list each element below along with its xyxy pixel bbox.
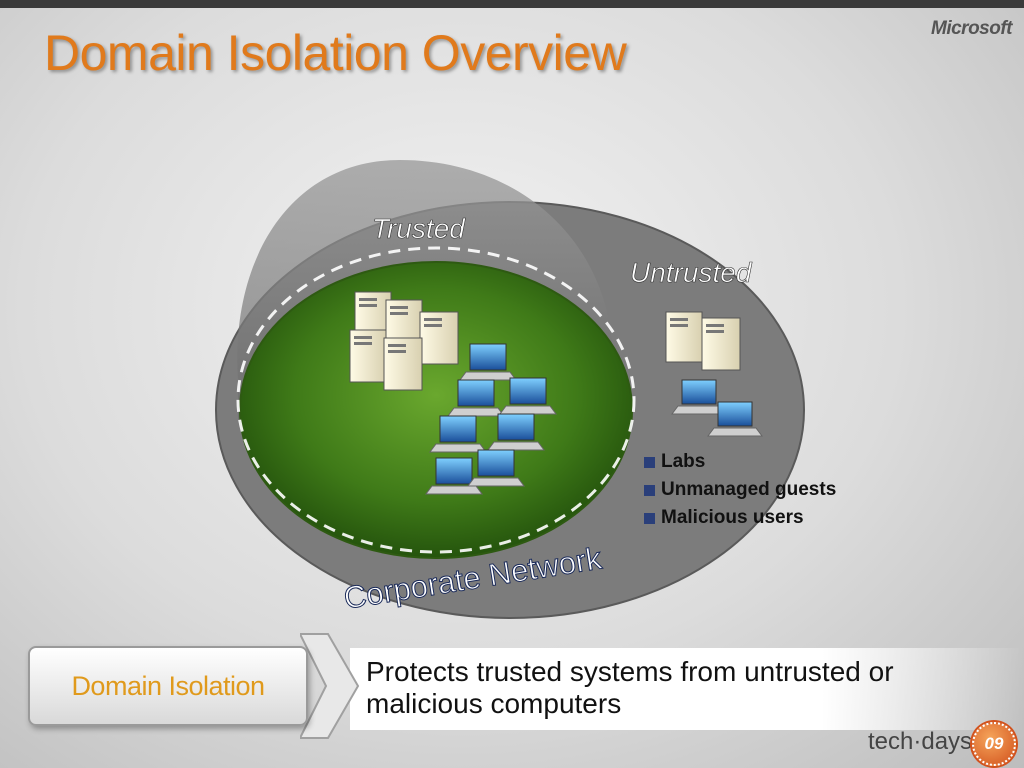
list-item: Malicious users <box>644 504 836 532</box>
trusted-laptops <box>425 343 557 495</box>
list-item: Unmanaged guests <box>644 476 836 504</box>
domain-isolation-box: Domain Isolation <box>28 646 308 726</box>
list-item-label: Labs <box>661 451 706 472</box>
laptop-icon <box>429 415 487 453</box>
top-bar <box>0 0 1024 8</box>
bullet-icon <box>644 484 655 496</box>
trusted-servers <box>349 291 459 391</box>
laptop-icon <box>671 379 727 415</box>
list-item: Labs <box>644 448 836 476</box>
server-icon <box>419 311 459 365</box>
laptop-icon <box>487 413 545 451</box>
chevron-arrow-icon <box>300 633 360 739</box>
slide-title: Domain Isolation Overview <box>44 25 627 81</box>
untrusted-label: Untrusted <box>630 257 753 288</box>
server-icon <box>383 337 423 391</box>
trusted-zone <box>239 261 633 559</box>
microsoft-logo: Microsoft <box>931 18 1013 39</box>
callout-description: Protects trusted systems from untrusted … <box>366 656 894 719</box>
trusted-label: Trusted <box>372 213 466 244</box>
techdays-logo: tech·days <box>868 728 973 755</box>
callout-label: Domain Isolation <box>71 670 265 701</box>
bullet-icon <box>644 456 655 468</box>
domain-isolation-diagram: Trusted Untrusted Corporate Network <box>215 160 805 619</box>
laptop-icon <box>467 449 525 487</box>
list-item-label: Unmanaged guests <box>661 479 837 500</box>
list-item-label: Malicious users <box>661 507 804 528</box>
trusted-boundary <box>236 246 636 554</box>
bullet-icon <box>644 512 655 524</box>
server-icon <box>665 311 703 363</box>
techdays-badge: 09 <box>972 722 1016 766</box>
server-icon <box>349 329 387 383</box>
untrusted-devices <box>665 311 763 437</box>
laptop-icon <box>425 457 483 495</box>
laptop-icon <box>499 377 557 415</box>
untrusted-list: Labs Unmanaged guests Malicious users <box>644 448 836 532</box>
laptop-icon <box>447 379 505 417</box>
callout-band <box>350 648 1024 730</box>
laptop-icon <box>707 401 763 437</box>
server-icon <box>701 317 741 371</box>
laptop-icon <box>459 343 517 381</box>
